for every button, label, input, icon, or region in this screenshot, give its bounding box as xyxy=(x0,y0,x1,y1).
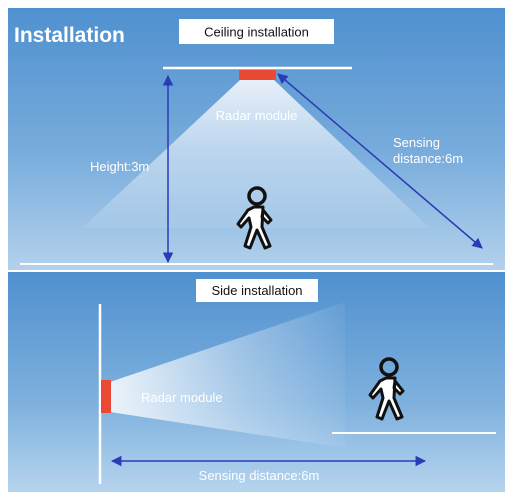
ceiling-sensing-label-line2: distance:6m xyxy=(393,151,463,166)
side-radar-module-icon xyxy=(101,380,111,413)
ceiling-sensing-label-line1: Sensing xyxy=(393,135,440,150)
side-radar-label: Radar module xyxy=(141,390,223,405)
height-label: Height:3m xyxy=(90,159,149,174)
side-beam xyxy=(110,302,345,448)
ceiling-radar-label: Radar module xyxy=(216,108,298,123)
radar-module-icon xyxy=(239,70,276,80)
ceiling-tab-label: Ceiling installation xyxy=(204,25,309,40)
side-sensing-label: Sensing distance:6m xyxy=(199,468,320,483)
installation-heading: Installation xyxy=(14,24,125,47)
ceiling-tab-pill xyxy=(179,19,334,44)
side-tab-pill xyxy=(196,279,318,302)
side-tab-label: Side installation xyxy=(211,283,302,298)
ceiling-sensing-arrow xyxy=(277,73,483,249)
